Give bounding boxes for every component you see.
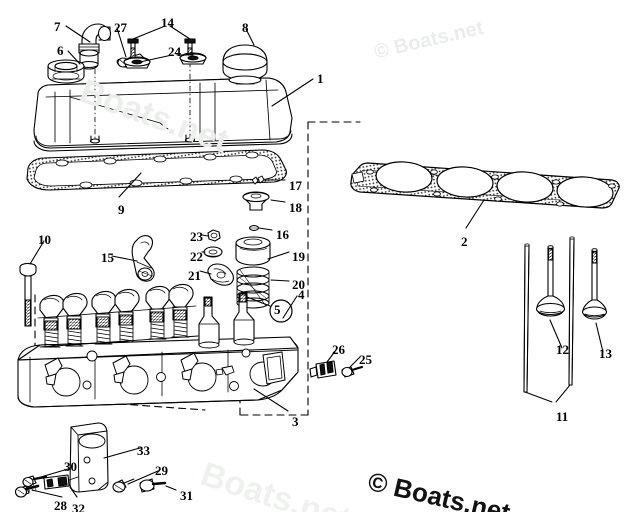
callout-27: 27 (114, 20, 127, 35)
head-sensor-fitting (215, 365, 235, 376)
callout-7: 7 (54, 19, 61, 34)
callout-33: 33 (137, 443, 150, 458)
pushrod-left (523, 243, 530, 393)
valve-train-assembly (37, 283, 199, 348)
retainer-part (251, 175, 265, 185)
clamp-part (309, 360, 337, 379)
nut-part (207, 229, 221, 242)
screw-30-part (22, 475, 48, 488)
fastener-alignment-lines (94, 49, 191, 141)
cylinder-head-bolt-part (19, 262, 37, 327)
callout-9: 9 (118, 202, 125, 217)
callout-29: 29 (155, 463, 168, 478)
callout-8: 8 (242, 20, 249, 35)
breather-cap-part (222, 44, 268, 85)
callout-16: 16 (276, 227, 289, 242)
rocker-arm-pivot-part (207, 263, 234, 286)
callout-20: 20 (292, 277, 305, 292)
callout-15: 15 (101, 250, 114, 265)
callout-32: 32 (72, 501, 85, 512)
callout-17: 17 (289, 178, 302, 193)
grommet-left (123, 56, 151, 69)
callout-11: 11 (556, 409, 569, 424)
callout-21: 21 (188, 268, 201, 283)
callout-6: 6 (57, 43, 64, 58)
callout-13: 13 (599, 346, 612, 361)
screw-14-left (127, 38, 139, 63)
cylinder-head-gasket-part (350, 161, 620, 209)
valve-lock-key-part (248, 225, 260, 231)
cover-boss-right (184, 134, 196, 143)
callout-4: 4 (298, 287, 305, 302)
pushrod-leader-lines (524, 384, 571, 403)
cover-boss-left (89, 135, 101, 144)
intake-valve-part (535, 245, 566, 317)
callout-19: 19 (292, 249, 305, 264)
lifting-bracket-part (69, 422, 109, 493)
callout-18: 18 (289, 200, 302, 215)
elbow-fitting-part (78, 23, 112, 70)
callout-30: 30 (64, 459, 77, 474)
rocker-arm-cover-body (33, 77, 293, 152)
callout-26: 26 (332, 342, 345, 357)
leader-lines (29, 25, 604, 498)
rocker-cover-gasket-part (26, 149, 287, 191)
valve-spring-cap-part (242, 191, 270, 211)
rocker-arm-part (131, 235, 155, 282)
callout-31: 31 (180, 488, 193, 503)
valve-guide-seal-left (198, 296, 220, 349)
valve-spring-retainer-part (235, 236, 271, 266)
callout-1: 1 (317, 71, 324, 86)
screw-31-part (139, 478, 167, 493)
screw-29-part (112, 478, 135, 493)
callout-12: 12 (556, 342, 569, 357)
callout-22: 22 (190, 249, 203, 264)
callout-24: 24 (168, 44, 181, 59)
callout-14: 14 (161, 15, 174, 30)
callout-5: 5 (274, 302, 281, 317)
callout-25: 25 (359, 352, 372, 367)
screw-28-part (14, 483, 40, 498)
callout-28: 28 (54, 498, 67, 512)
ground-strap-part (43, 474, 79, 490)
valve-guide-seal-right (233, 292, 255, 346)
exhaust-valve-part (581, 248, 608, 320)
oil-filler-cap-part (47, 59, 85, 84)
washer-part (203, 246, 223, 258)
callout-10: 10 (38, 232, 51, 247)
callout-2: 2 (461, 234, 468, 249)
plug-part (269, 299, 293, 323)
callout-3: 3 (292, 414, 299, 429)
grommet-right (179, 52, 207, 65)
screw-25-part (341, 365, 364, 378)
pushrod-right (568, 236, 575, 386)
cylinder-head-assembly-part (17, 336, 299, 408)
callout-23: 23 (190, 229, 203, 244)
valve-spring-part (236, 266, 270, 309)
